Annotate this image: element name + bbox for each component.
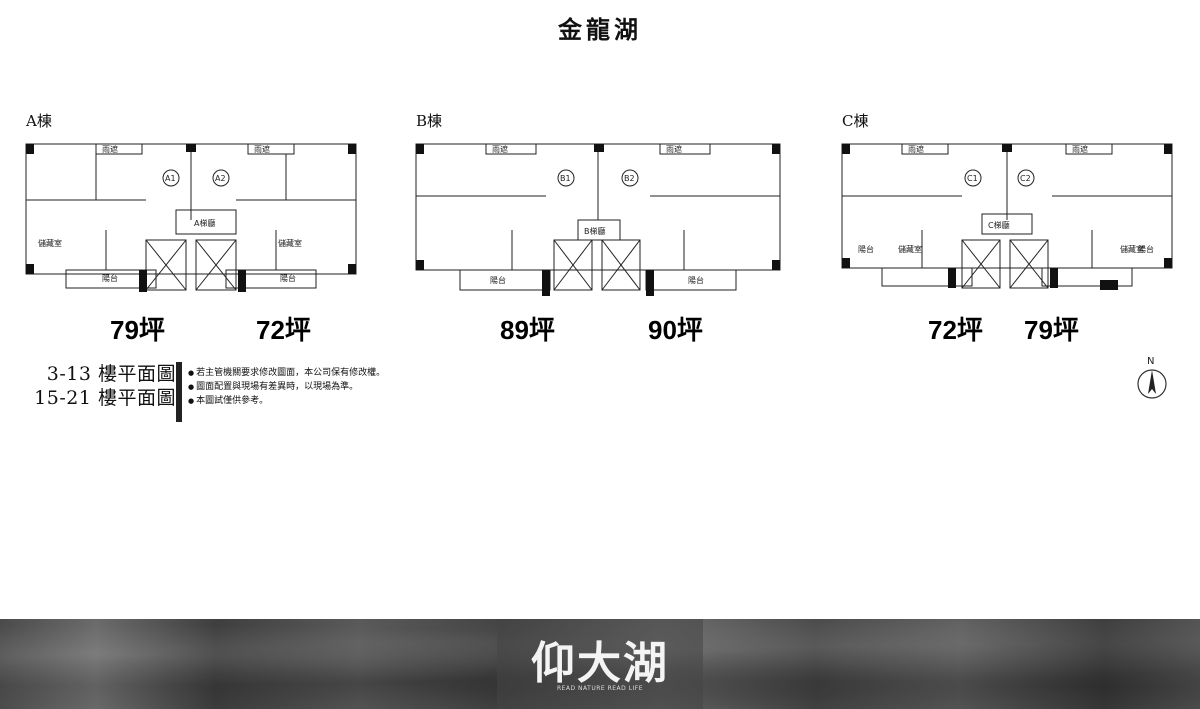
page-title: 金龍湖 bbox=[558, 16, 642, 44]
floor-plan-b-drawing: B1 B2 B梯廳 雨遮 雨遮 陽台 陽台 bbox=[415, 143, 781, 296]
rain-label-a2: 雨遮 bbox=[254, 144, 270, 154]
balcony-label-c2: 陽台 bbox=[1138, 244, 1154, 254]
unit-label-a2: A2 bbox=[215, 174, 226, 183]
unit-label-c1: C1 bbox=[967, 174, 978, 183]
unit-label-a1: A1 bbox=[165, 174, 176, 183]
footer-banner: 仰大湖 READ NATURE READ LIFE bbox=[0, 619, 1200, 709]
unit-label-c2: C2 bbox=[1020, 174, 1031, 183]
floor-plan-b: B1 B2 B梯廳 雨遮 雨遮 陽台 陽台 bbox=[415, 140, 781, 298]
storage-label-c1: 儲藏室 bbox=[898, 244, 922, 254]
notes-divider bbox=[176, 362, 182, 422]
north-compass-icon: N bbox=[1136, 354, 1168, 402]
note-item: 若主管機關要求修改圖面，本公司保有修改權。 bbox=[188, 366, 385, 380]
note-item: 本圖試僅供參考。 bbox=[188, 394, 385, 408]
rain-label-a1: 雨遮 bbox=[102, 144, 118, 154]
building-b-label: B棟 bbox=[416, 112, 443, 130]
floor-label-1: 3-13 樓平面圖 bbox=[46, 363, 176, 385]
area-b1: 89坪 bbox=[500, 315, 555, 345]
balcony-label-b1: 陽台 bbox=[490, 275, 506, 285]
area-a1: 79坪 bbox=[110, 315, 165, 345]
notes-list: 若主管機關要求修改圖面，本公司保有修改權。 圖面配置與現場有差異時，以現場為準。… bbox=[188, 366, 385, 408]
rain-label-b1: 雨遮 bbox=[492, 144, 508, 154]
note-item: 圖面配置與現場有差異時，以現場為準。 bbox=[188, 380, 385, 394]
rain-label-c2: 雨遮 bbox=[1072, 144, 1088, 154]
floor-plan-a: A1 A2 A梯廳 雨遮 雨遮 陽台 陽台 儲藏室 儲藏室 bbox=[25, 140, 357, 298]
floor-label-2: 15-21 樓平面圖 bbox=[34, 387, 176, 409]
balcony-label-a2: 陽台 bbox=[280, 273, 296, 283]
lobby-label-a: A梯廳 bbox=[194, 218, 215, 228]
lobby-label-c: C梯廳 bbox=[988, 220, 1010, 230]
storage-label-a1: 儲藏室 bbox=[38, 238, 62, 248]
building-a-label: A棟 bbox=[26, 112, 52, 130]
balcony-label-c1: 陽台 bbox=[858, 244, 874, 254]
balcony-label-b2: 陽台 bbox=[688, 275, 704, 285]
area-c2: 79坪 bbox=[1024, 315, 1079, 345]
floor-labels: 3-13 樓平面圖 15-21 樓平面圖 bbox=[20, 362, 176, 410]
rain-label-b2: 雨遮 bbox=[666, 144, 682, 154]
rain-label-c1: 雨遮 bbox=[908, 144, 924, 154]
area-b2: 90坪 bbox=[648, 315, 703, 345]
lobby-label-b: B梯廳 bbox=[584, 226, 606, 236]
balcony-label-a1: 陽台 bbox=[102, 273, 118, 283]
area-c1: 72坪 bbox=[928, 315, 983, 345]
storage-label-c2: 儲藏室 bbox=[1120, 244, 1144, 254]
unit-label-b1: B1 bbox=[560, 174, 571, 183]
floor-plan-a-drawing: A1 A2 A梯廳 雨遮 雨遮 陽台 陽台 儲藏室 儲藏室 bbox=[25, 143, 357, 292]
compass-label: N bbox=[1147, 356, 1154, 367]
area-a2: 72坪 bbox=[256, 315, 311, 345]
unit-label-b2: B2 bbox=[624, 174, 635, 183]
building-c-label: C棟 bbox=[842, 112, 869, 130]
brand-logo: 仰大湖 bbox=[531, 638, 669, 689]
logo-panel bbox=[497, 619, 703, 709]
floor-plan-c-drawing: C1 C2 C梯廳 雨遮 雨遮 陽台 陽台 儲藏室 儲藏室 bbox=[841, 143, 1173, 290]
brand-tagline: READ NATURE READ LIFE bbox=[556, 685, 644, 692]
storage-label-a2: 儲藏室 bbox=[278, 238, 302, 248]
floor-plan-c: C1 C2 C梯廳 雨遮 雨遮 陽台 陽台 儲藏室 儲藏室 bbox=[841, 140, 1173, 298]
